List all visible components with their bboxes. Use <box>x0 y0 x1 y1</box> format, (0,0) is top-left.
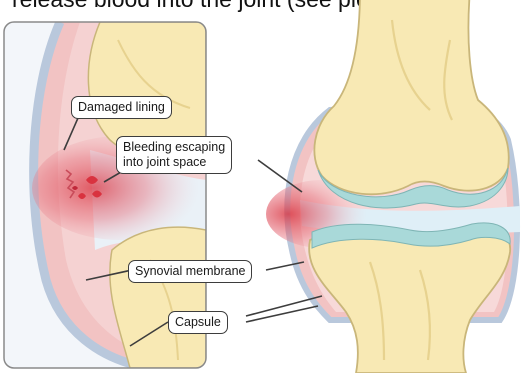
label-synovial-membrane: Synovial membrane <box>128 260 252 283</box>
inset-tibia <box>110 227 206 368</box>
label-capsule: Capsule <box>168 311 228 334</box>
label-bleeding-line2: into joint space <box>123 155 225 170</box>
label-synovial-membrane-text: Synovial membrane <box>135 264 245 278</box>
label-bleeding-line1: Bleeding escaping <box>123 140 225 155</box>
tibia <box>309 229 510 373</box>
label-capsule-text: Capsule <box>175 315 221 329</box>
label-damaged-lining: Damaged lining <box>71 96 172 119</box>
leader-capsule-knee-2 <box>246 306 318 322</box>
label-damaged-lining-text: Damaged lining <box>78 100 165 114</box>
label-bleeding: Bleeding escaping into joint space <box>116 136 232 174</box>
knee-full <box>266 0 520 373</box>
femur <box>314 0 508 194</box>
